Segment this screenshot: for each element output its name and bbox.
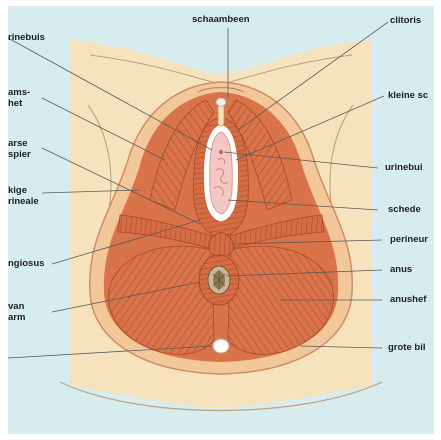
label-anusheffer: anushef xyxy=(390,295,426,305)
label-urinebuis-left: rinebuis xyxy=(8,33,45,43)
label-kleine-schaamlip: kleine sc xyxy=(388,91,428,101)
label-schaambeen: schaambeen xyxy=(192,15,250,25)
urethral-opening xyxy=(219,150,223,154)
label-clitoris: clitoris xyxy=(390,16,421,26)
label-schede: schede xyxy=(388,205,421,215)
label-dwarse-spier-line1: arse xyxy=(8,139,28,149)
label-diepe-perineale-line2: rineale xyxy=(8,197,39,207)
label-anus: anus xyxy=(390,265,412,275)
label-grote-bilspier: grote bil xyxy=(388,343,425,353)
label-perineum: perineur xyxy=(390,235,428,245)
label-sluitspier-line2: arm xyxy=(8,313,25,323)
label-urinebuis-right: urinebui xyxy=(385,163,422,173)
clitoris-glans xyxy=(216,98,226,106)
coccyx xyxy=(213,339,229,353)
label-ischiocavernosus-line1: ams- xyxy=(8,88,30,98)
vulva-inner xyxy=(210,132,233,214)
label-bulbospongiosus: ngiosus xyxy=(8,259,44,269)
label-sluitspier-line1: van xyxy=(8,302,24,312)
label-ischiocavernosus-line2: het xyxy=(8,99,22,109)
label-dwarse-spier-line2: spier xyxy=(8,150,31,160)
label-diepe-perineale-line1: kige xyxy=(8,186,27,196)
